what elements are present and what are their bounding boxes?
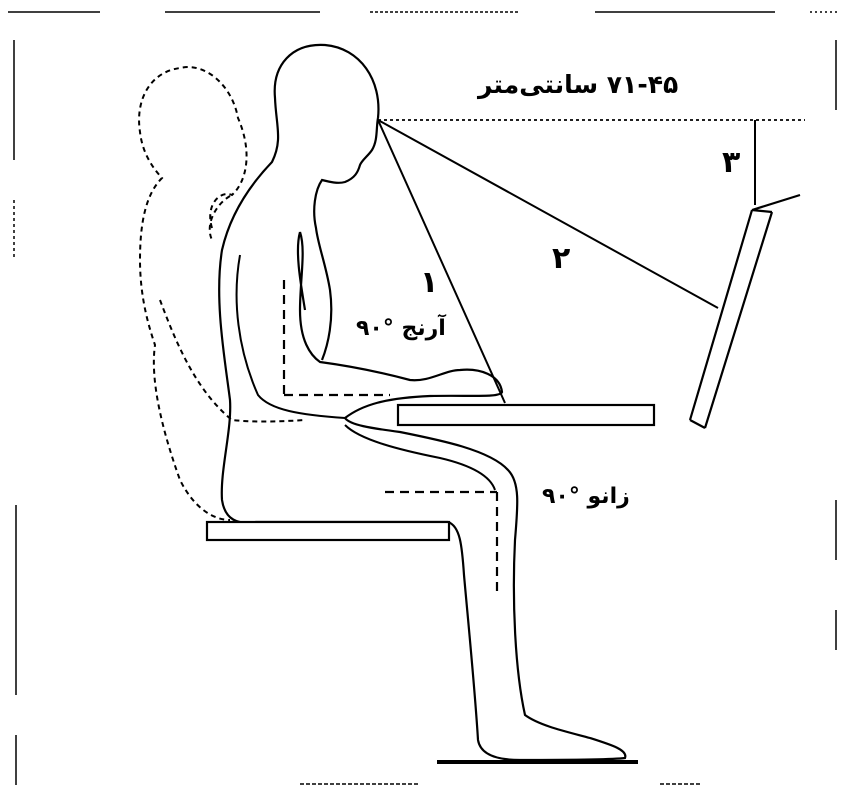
line-3-label: ۳	[722, 148, 740, 178]
ghost-silhouette-outline	[139, 67, 247, 520]
chair-seat	[207, 522, 449, 540]
person-thigh-line	[345, 425, 495, 490]
desk-surface	[398, 405, 654, 425]
sight-line-1	[378, 120, 505, 403]
knee-angle-guide	[385, 492, 497, 595]
elbow-angle-label: آرنج °۹۰	[356, 318, 446, 340]
viewing-distance-label: ۷۱-۴۵ سانتی‌متر	[478, 72, 678, 97]
person-silhouette-outline	[219, 45, 625, 760]
line-1-label: ۱	[420, 268, 438, 298]
knee-angle-label: زانو °۹۰	[542, 486, 630, 508]
monitor-outline	[690, 195, 800, 428]
line-2-label: ۲	[552, 244, 570, 274]
